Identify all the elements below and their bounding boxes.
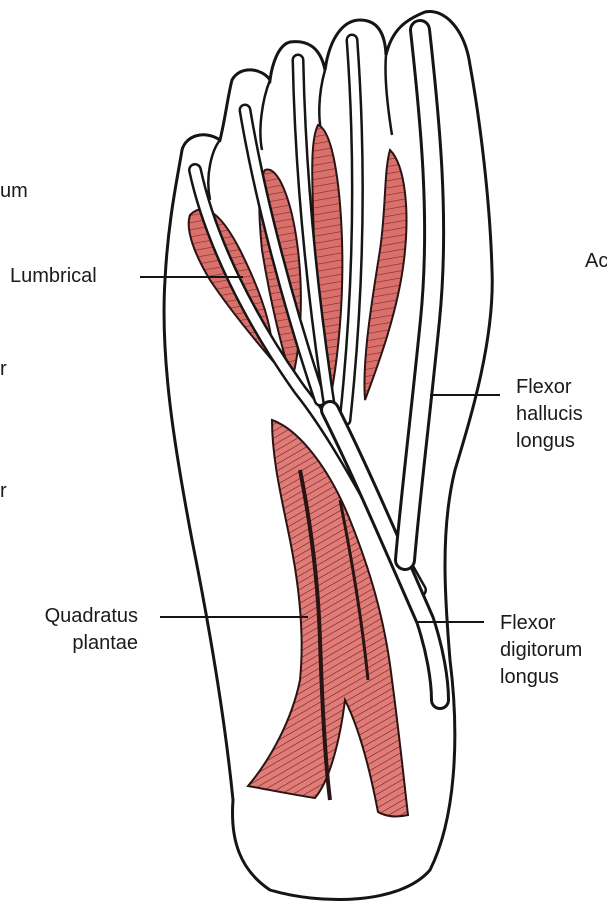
label-quadratus-line1: Quadratus [20,603,138,630]
label-flexor-digitorum-line1: Flexor [500,610,582,637]
label-flexor-hallucis-line1: Flexor [516,374,583,401]
label-cut-left-2: r [0,356,7,383]
label-flexor-digitorum-line2: digitorum [500,637,582,664]
label-flexor-digitorum-line3: longus [500,664,582,691]
label-quadratus-plantae: Quadratus plantae [20,603,138,657]
label-cut-right: Ac [585,248,607,275]
label-flexor-digitorum: Flexor digitorum longus [500,610,582,691]
label-quadratus-line2: plantae [20,630,138,657]
label-flexor-hallucis: Flexor hallucis longus [516,374,583,455]
label-cut-left-1: um [0,178,28,205]
label-cut-left-3: r [0,478,7,505]
label-flexor-hallucis-line2: hallucis [516,401,583,428]
label-lumbrical: Lumbrical [10,263,97,290]
label-flexor-hallucis-line3: longus [516,428,583,455]
